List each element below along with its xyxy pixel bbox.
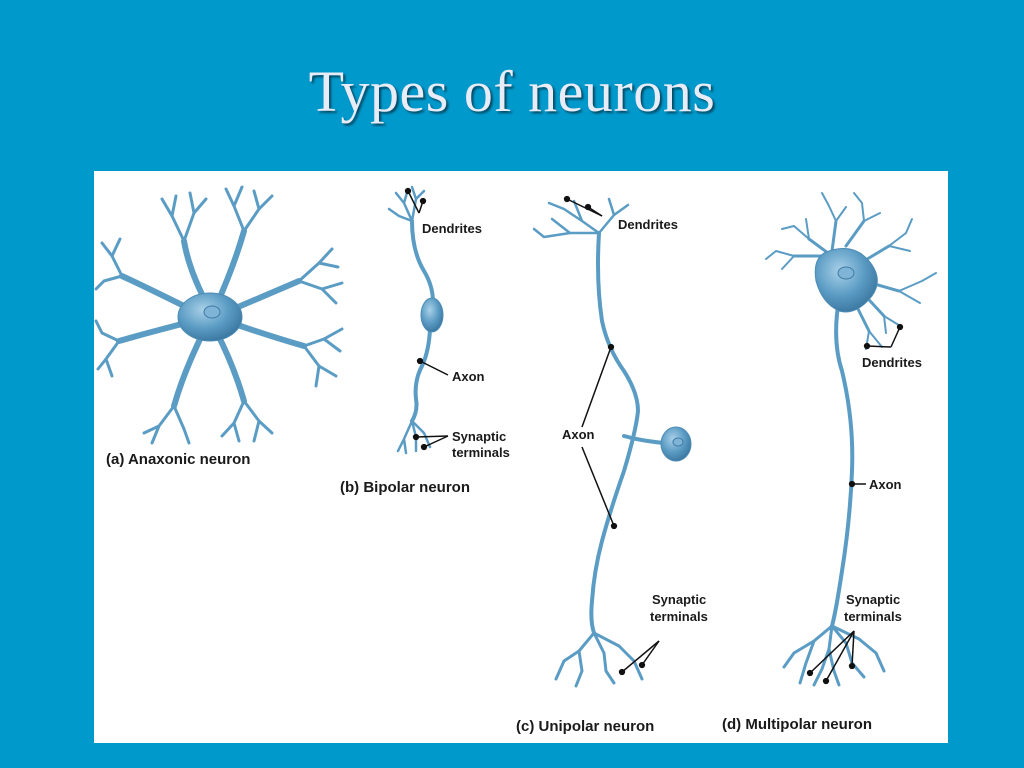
unipolar-axon-label: Axon (562, 427, 595, 442)
multipolar-dendrites-label: Dendrites (862, 355, 922, 370)
unipolar-dendrites-label: Dendrites (618, 217, 678, 232)
bipolar-leaders (404, 187, 449, 451)
multipolar-leaders (806, 323, 904, 685)
anaxonic-neuron (94, 185, 344, 445)
multipolar-terminals-label: terminals (844, 609, 902, 624)
multipolar-caption: (d) Multipolar neuron (722, 716, 872, 733)
bipolar-neuron (387, 185, 444, 455)
anaxonic-caption: (a) Anaxonic neuron (106, 451, 250, 468)
neuron-diagram: (a) Anaxonic neuron Dendrites Axon Synap… (94, 185, 937, 735)
unipolar-leaders (563, 195, 660, 676)
slide-title: Types of neurons (308, 59, 716, 124)
multipolar-neuron (765, 192, 937, 687)
unipolar-synaptic-label: Synaptic (652, 592, 706, 607)
multipolar-axon-label: Axon (869, 477, 902, 492)
figure-panel: (a) Anaxonic neuron Dendrites Axon Synap… (94, 171, 948, 743)
unipolar-terminals-label: terminals (650, 609, 708, 624)
unipolar-caption: (c) Unipolar neuron (516, 718, 654, 735)
bipolar-synaptic-label: Synaptic (452, 429, 506, 444)
bipolar-caption: (b) Bipolar neuron (340, 479, 470, 496)
unipolar-neuron (532, 197, 692, 688)
bipolar-terminals-label: terminals (452, 445, 510, 460)
multipolar-synaptic-label: Synaptic (846, 592, 900, 607)
bipolar-dendrites-label: Dendrites (422, 221, 482, 236)
bipolar-axon-label: Axon (452, 369, 485, 384)
